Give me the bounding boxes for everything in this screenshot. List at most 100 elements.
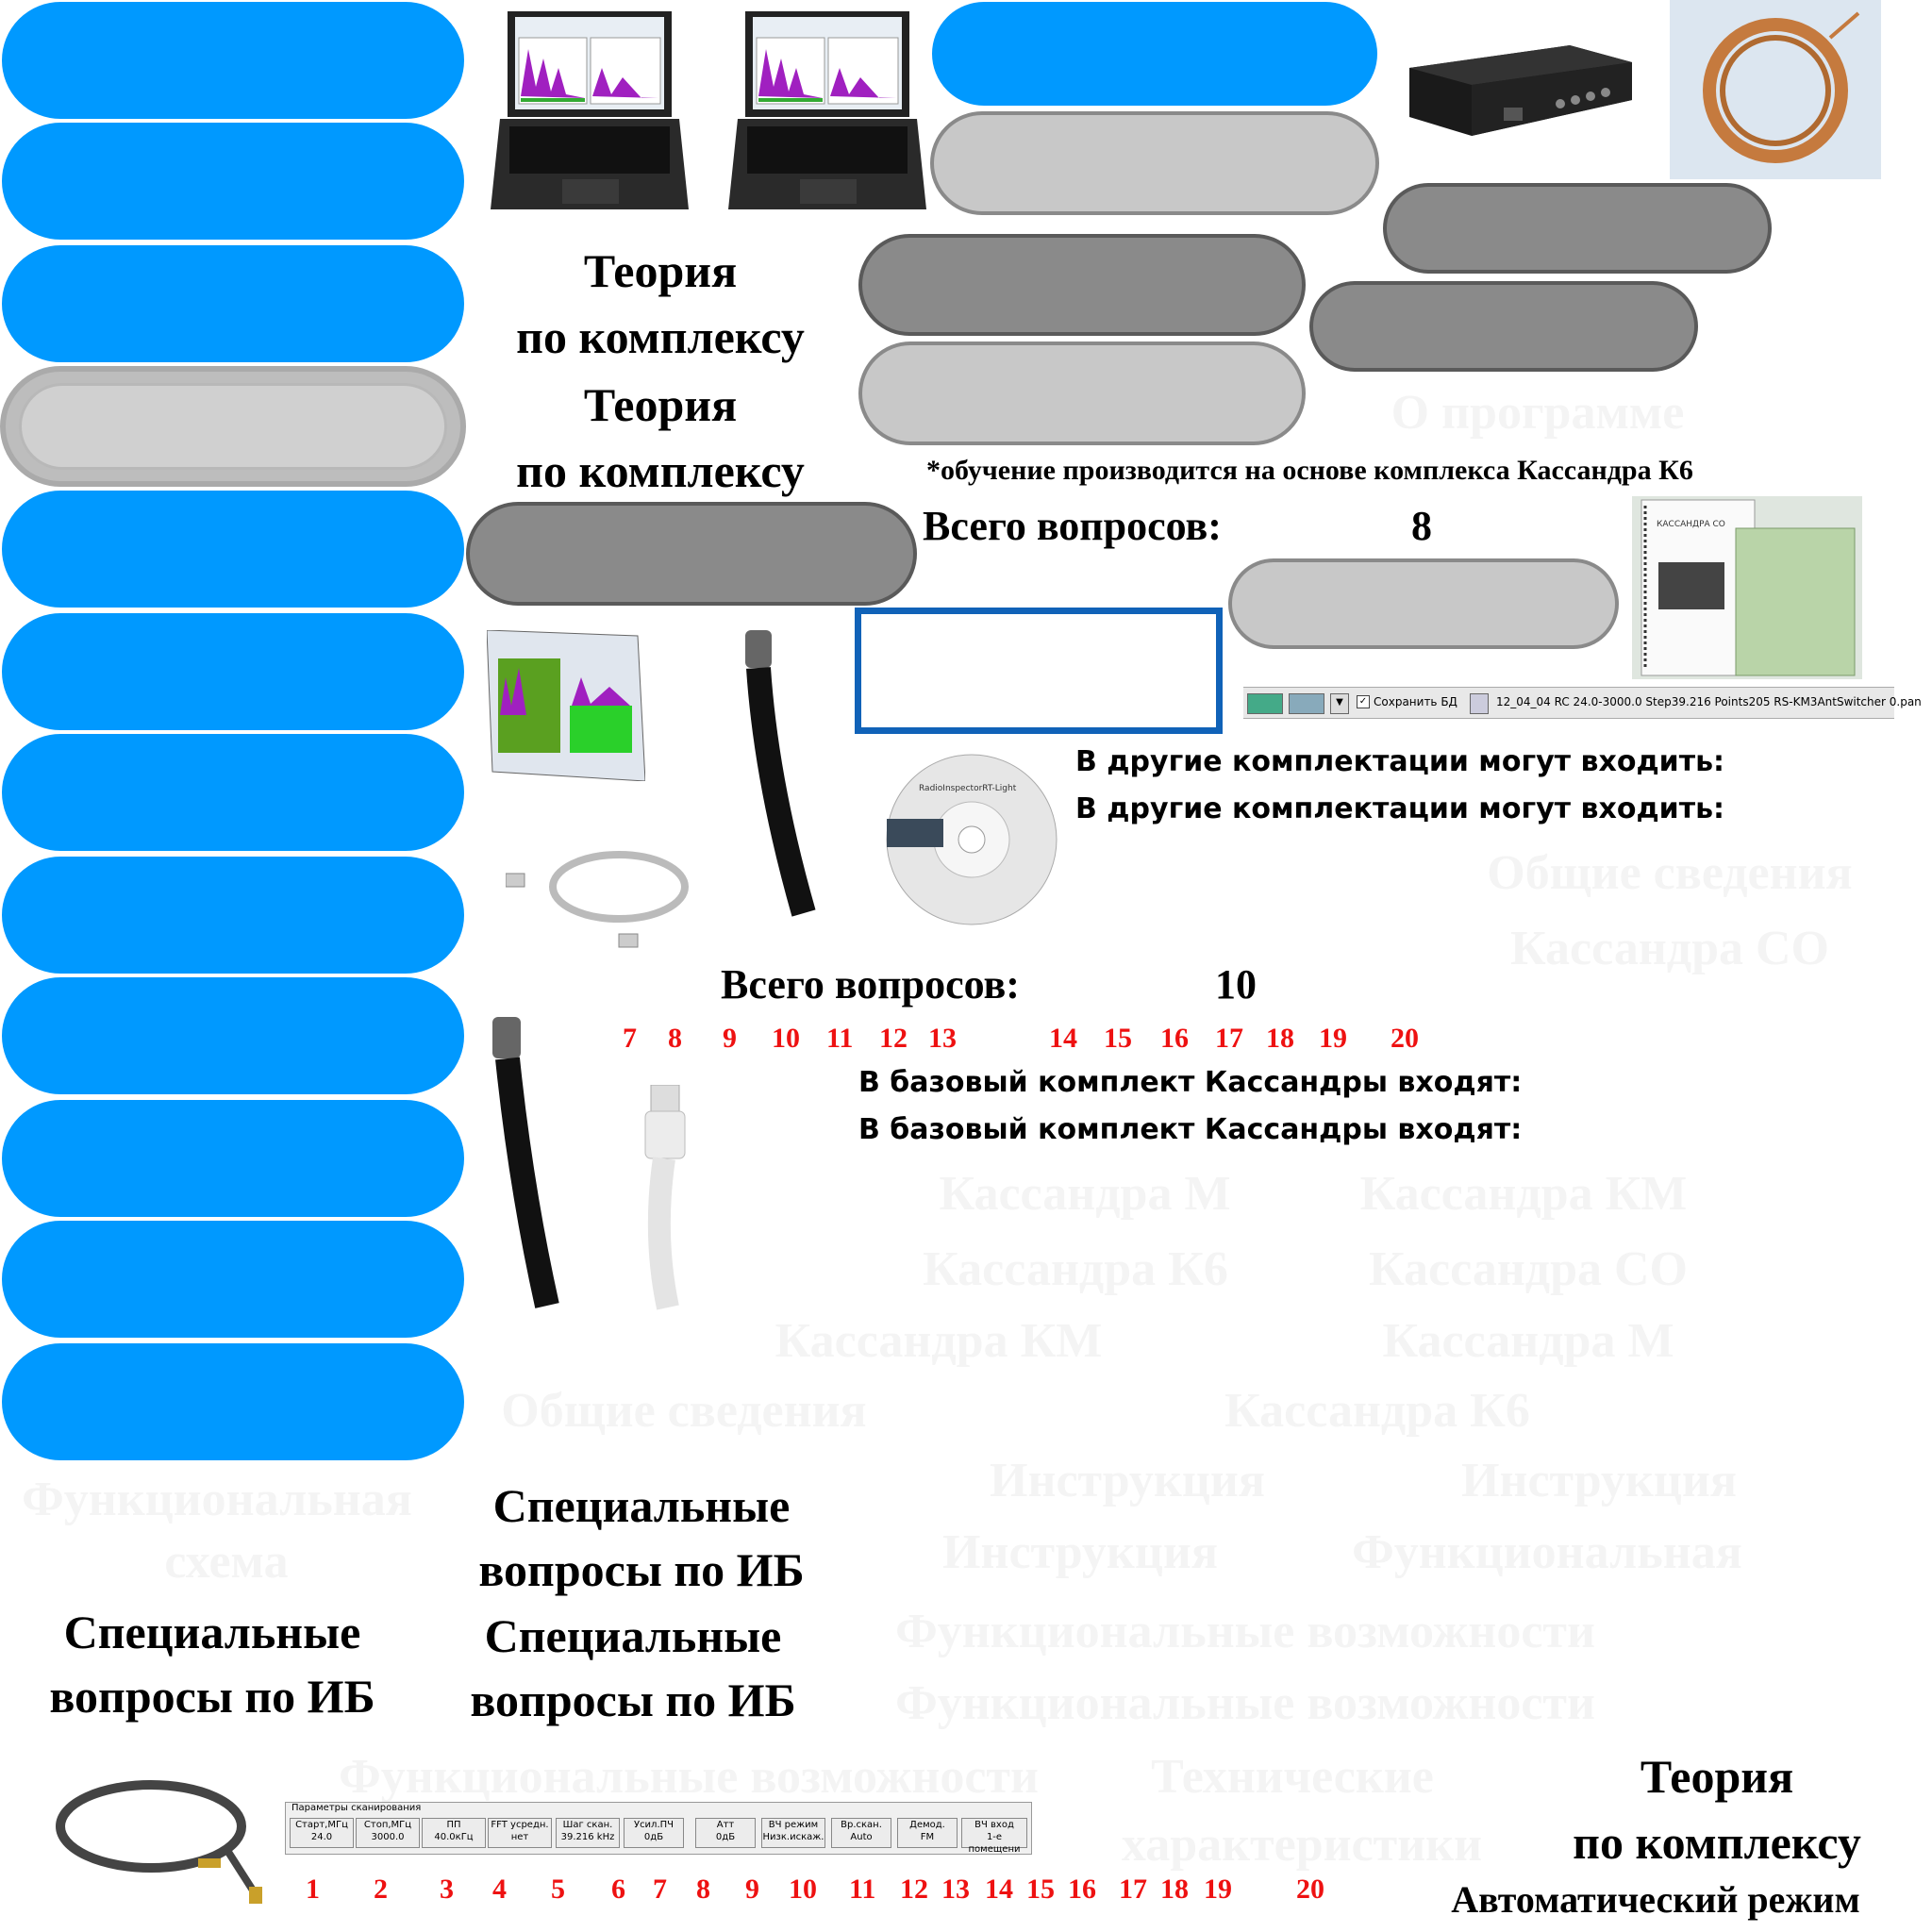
scan-param-step[interactable]: Шаг скан.39.216 kHz: [556, 1818, 620, 1848]
gray-button-2[interactable]: [858, 341, 1306, 445]
ghost-label[interactable]: Общие сведения: [1487, 846, 1853, 900]
marker-number: 9: [745, 1874, 759, 1905]
menu-button-11[interactable]: [0, 1219, 466, 1340]
cd-label-text: RadioInspectorRT-Light: [919, 784, 1017, 793]
marker-number: 13: [941, 1874, 970, 1905]
ghost-label[interactable]: Кассандра М: [939, 1167, 1231, 1221]
marker-number: 4: [492, 1874, 507, 1905]
training-note: *обучение производится на основе комплек…: [926, 455, 1693, 486]
marker-number: 19: [1319, 1023, 1347, 1054]
menu-button-2[interactable]: [0, 121, 466, 242]
ghost-label[interactable]: Кассандра СО: [1510, 922, 1829, 975]
marker-number: 20: [1391, 1023, 1419, 1054]
receiver-device-image: [1409, 45, 1632, 136]
ghost-label[interactable]: Кассандра К6: [1224, 1384, 1530, 1438]
gray-button-3[interactable]: [1228, 558, 1619, 649]
ghost-label[interactable]: О программе: [1391, 386, 1685, 440]
ghost-label[interactable]: Функциональная: [22, 1473, 412, 1526]
menu-button-1[interactable]: [0, 0, 466, 121]
gray-dark-button-4[interactable]: [466, 502, 917, 606]
ghost-label[interactable]: Кассандра М: [1382, 1314, 1674, 1368]
ghost-label[interactable]: Инструкция: [990, 1454, 1265, 1507]
scan-param-scan-time[interactable]: Вр.скан.Auto: [831, 1818, 891, 1848]
ghost-label[interactable]: Технические: [1151, 1750, 1434, 1804]
software-screen-image: [486, 629, 646, 782]
laptop-image-1: [491, 11, 689, 215]
ghost-label[interactable]: схема: [164, 1535, 289, 1589]
save-db-checkbox[interactable]: ✓: [1357, 695, 1370, 708]
ghost-label[interactable]: Кассандра КМ: [1359, 1167, 1688, 1221]
menu-button-4-inner: [19, 383, 447, 470]
menu-button-6[interactable]: [0, 611, 466, 732]
ghost-label[interactable]: Инструкция: [1461, 1454, 1737, 1507]
ghost-label[interactable]: Кассандра К6: [923, 1242, 1228, 1296]
marker-number: 7: [653, 1874, 667, 1905]
marker-number: 18: [1266, 1023, 1294, 1054]
save-toolbar: ▼ ✓ Сохранить БД 12_04_04 RC 24.0-3000.0…: [1243, 687, 1922, 719]
ghost-label[interactable]: Инструкция: [942, 1525, 1218, 1579]
ghost-label[interactable]: Функциональные возможности: [339, 1750, 1039, 1804]
save-db-label: Сохранить БД: [1374, 695, 1457, 708]
ghost-label[interactable]: Кассандра КМ: [774, 1314, 1103, 1368]
file-icon[interactable]: [1470, 693, 1489, 714]
menu-button-4-disabled[interactable]: [0, 366, 466, 487]
scan-param-fft-avg[interactable]: FFT усредн.нет: [488, 1818, 552, 1848]
marker-number: 3: [440, 1874, 454, 1905]
software-cd-image: RadioInspectorRT-Light: [885, 753, 1058, 926]
scan-params-title: Параметры сканирования: [291, 1803, 422, 1813]
selection-frame[interactable]: [855, 608, 1223, 734]
total-questions-value-2: 10: [1215, 961, 1257, 1008]
ghost-label[interactable]: характеристики: [1121, 1818, 1483, 1872]
marker-number: 17: [1215, 1023, 1243, 1054]
gray-dark-button-1[interactable]: [1383, 183, 1772, 274]
menu-button-10[interactable]: [0, 1098, 466, 1219]
ghost-label[interactable]: Функциональные возможности: [895, 1676, 1595, 1730]
menu-button-12[interactable]: [0, 1341, 466, 1462]
ghost-label[interactable]: Общие сведения: [501, 1384, 867, 1438]
special-heading-1: Специальные вопросы по ИБ: [478, 1479, 805, 1596]
marker-number: 17: [1119, 1874, 1147, 1905]
scan-param-demod[interactable]: Демод.FM: [897, 1818, 958, 1848]
menu-button-8[interactable]: [0, 855, 466, 975]
marker-number: 10: [772, 1023, 800, 1054]
toolbar-icon-1[interactable]: [1247, 693, 1283, 714]
ghost-label[interactable]: Кассандра СО: [1369, 1242, 1688, 1296]
marker-number: 14: [985, 1874, 1013, 1905]
dropdown-arrow-icon[interactable]: ▼: [1330, 693, 1349, 714]
special-heading-3: Специальные вопросы по ИБ: [470, 1609, 796, 1726]
auto-mode-label: Автоматический режим: [1451, 1878, 1860, 1921]
total-questions-label-1: Всего вопросов:: [923, 503, 1222, 549]
top-blue-button[interactable]: [930, 0, 1379, 108]
cable-coil-image: [1670, 0, 1881, 179]
marker-number: 12: [879, 1023, 908, 1054]
gray-dark-button-3[interactable]: [1309, 281, 1698, 372]
gray-dark-button-2[interactable]: [858, 234, 1306, 336]
theory-heading-1: Теория по комплексу: [516, 244, 805, 363]
total-questions-label-2: Всего вопросов:: [721, 961, 1020, 1008]
marker-number: 14: [1049, 1023, 1077, 1054]
menu-button-7[interactable]: [0, 732, 466, 853]
ghost-label[interactable]: Функциональная: [1352, 1525, 1742, 1579]
marker-number: 8: [696, 1874, 710, 1905]
coax-cable-image-1: [738, 630, 832, 919]
menu-button-9[interactable]: [0, 975, 466, 1096]
ghost-label[interactable]: Функциональные возможности: [895, 1605, 1595, 1658]
theory-heading-3: Теория по комплексу: [1573, 1750, 1861, 1869]
toolbar-icon-2[interactable]: [1289, 693, 1324, 714]
marker-number: 10: [789, 1874, 817, 1905]
theory-heading-2: Теория по комплексу: [516, 378, 805, 497]
menu-button-3[interactable]: [0, 243, 466, 364]
marker-number: 2: [374, 1874, 388, 1905]
marker-number: 8: [668, 1023, 682, 1054]
menu-button-5[interactable]: [0, 489, 466, 609]
other-kits-text-2: В другие комплектации могут входить:: [1075, 792, 1725, 825]
gray-button-1[interactable]: [930, 111, 1379, 215]
